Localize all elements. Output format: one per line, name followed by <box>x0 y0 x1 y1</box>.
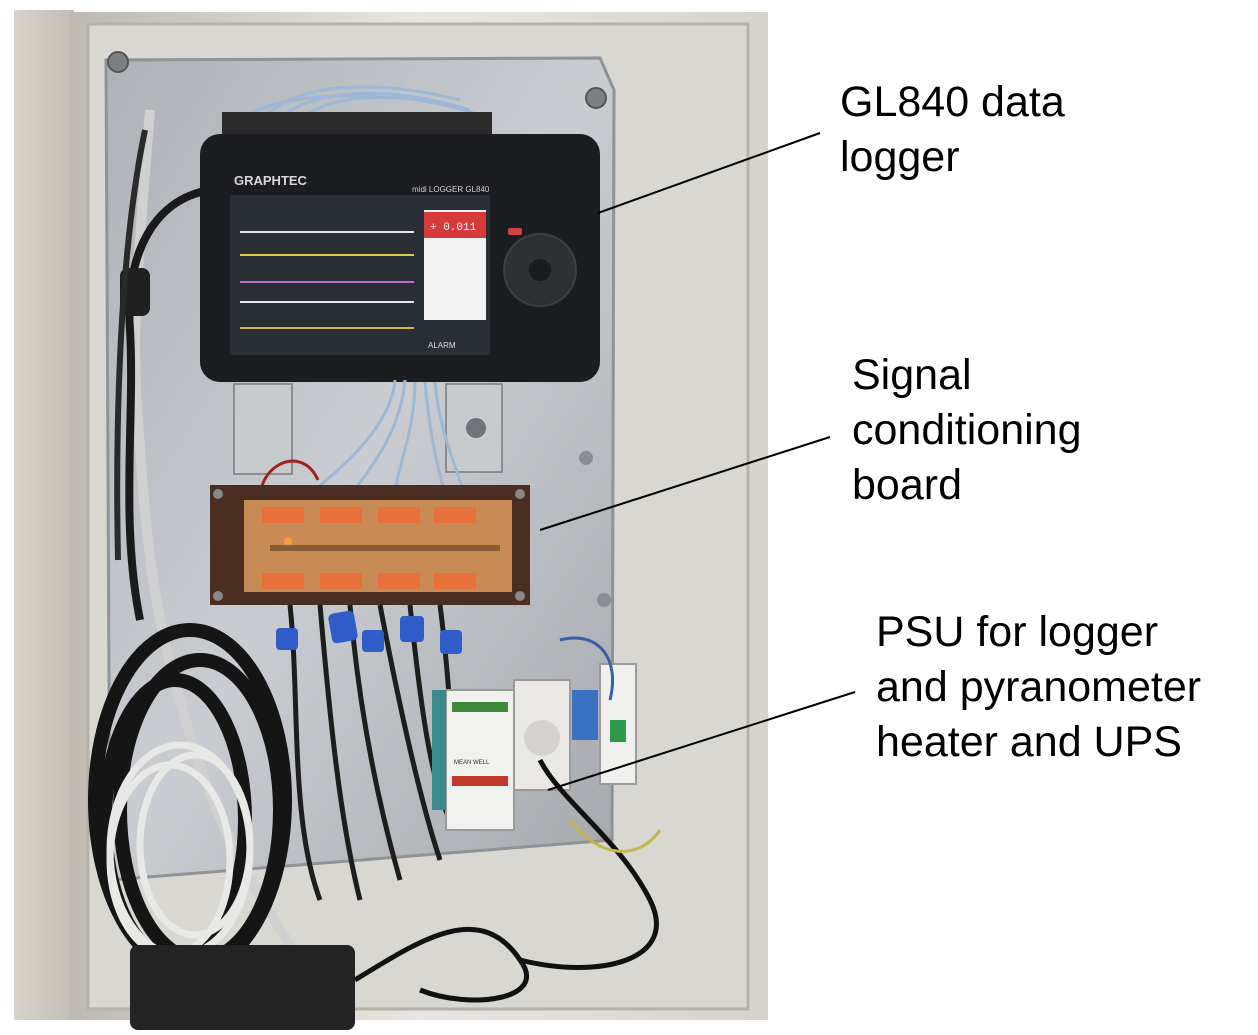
socket-face <box>524 720 560 756</box>
power-adapter <box>130 945 355 1030</box>
din-components: MEAN WELL <box>432 663 637 831</box>
board-bolt <box>515 489 525 499</box>
terminal-blue <box>572 690 598 740</box>
board-bolt <box>515 591 525 601</box>
terminal-block <box>320 573 362 589</box>
logger-button <box>508 228 522 235</box>
adapter-cable <box>353 927 529 1003</box>
callout-line: conditioning <box>852 406 1082 454</box>
plate-screw-low-right <box>597 593 611 607</box>
mains-cable <box>519 758 659 970</box>
leader-line-logger <box>597 132 821 214</box>
screen-readout-value: + 0.011 <box>430 222 477 234</box>
callout-line: heater and UPS <box>876 718 1182 766</box>
psu-green-label <box>452 702 508 712</box>
board-led <box>284 537 292 545</box>
callout-line: GL840 data <box>840 78 1065 126</box>
board-bolt <box>213 591 223 601</box>
blue-wire-lower <box>559 636 615 701</box>
leader-line-psu <box>547 691 856 791</box>
breaker-lever <box>610 720 626 742</box>
callout-psu: PSU for logger and pyranometer heater an… <box>876 605 1201 770</box>
plate-screw-top-right <box>585 87 607 109</box>
callout-line: and pyranometer <box>876 663 1202 711</box>
earth-wire <box>568 819 662 853</box>
black-cable-left-2 <box>114 129 148 561</box>
bracket-hole <box>466 418 486 438</box>
logger-brand-label: GRAPHTEC <box>234 173 308 188</box>
callout-signal-board: Signal conditioning board <box>852 348 1082 513</box>
signal-conditioning-board <box>210 485 530 605</box>
bracket-left <box>233 383 293 475</box>
ups-module <box>432 690 446 810</box>
terminal-block <box>434 507 476 523</box>
callout-data-logger: GL840 data logger <box>840 75 1065 185</box>
terminal-block <box>378 507 420 523</box>
screen-alarm-label: ALARM <box>428 341 456 350</box>
terminal-block <box>262 573 304 589</box>
blue-cable-clips <box>276 610 462 654</box>
data-logger: GRAPHTEC midi LOGGER GL840 + 0.011 ALARM <box>200 112 600 382</box>
plate-screw-mid-right <box>579 451 593 465</box>
callout-line: board <box>852 461 962 509</box>
plate-screw-top-left <box>107 51 129 73</box>
leader-line-board <box>539 436 831 531</box>
blue-wire-harness-top <box>239 85 481 122</box>
logger-terminal-strip <box>222 112 492 138</box>
black-cable-left <box>125 186 211 621</box>
terminal-block <box>320 507 362 523</box>
callout-line: PSU for logger <box>876 608 1159 656</box>
logger-model-label: midi LOGGER GL840 <box>412 185 490 194</box>
terminal-block <box>434 573 476 589</box>
screen-readout-highlight <box>424 212 486 238</box>
callout-line: logger <box>840 133 960 181</box>
enclosure-door-edge <box>14 10 74 1020</box>
psu-red-label <box>452 776 508 786</box>
board-bolt <box>213 489 223 499</box>
psu-brand-label: MEAN WELL <box>454 760 490 766</box>
terminal-block <box>378 573 420 589</box>
callout-line: Signal <box>852 351 972 399</box>
logger-dpad-center <box>529 259 551 281</box>
terminal-block <box>262 507 304 523</box>
